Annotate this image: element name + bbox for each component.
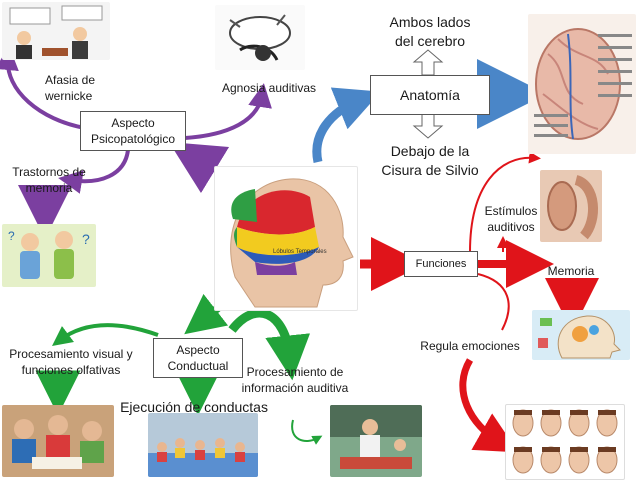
ejecucion-conductas-label: Ejecución de conductas (120, 399, 268, 415)
ear-hand-image (540, 170, 602, 242)
agnosia-auditivas-label: Agnosia auditivas (221, 81, 317, 95)
anatomia-label: Anatomía (400, 87, 460, 103)
aspecto-psicopatologico-label: Aspecto Psicopatológico (90, 116, 176, 146)
ambos-lados-label: Ambos lados del cerebro (389, 14, 471, 49)
memoria-label: Memoria (547, 264, 595, 278)
funciones-box: Funciones (404, 251, 478, 277)
svg-text:?: ? (8, 229, 15, 243)
arrow-trastornos (58, 149, 130, 194)
kids-reading-image (2, 405, 114, 477)
estimulos-auditivos-label: Estímulos auditivos (484, 204, 538, 234)
aspecto-conductual-label: Aspecto Conductual (167, 343, 229, 373)
classroom-image (148, 413, 258, 477)
arrow-funciones-emociones (477, 273, 510, 331)
svg-text:?: ? (82, 231, 90, 247)
aspecto-conductual-box: Aspecto Conductual (153, 338, 243, 378)
aspecto-psicopatologico-box: Aspecto Psicopatológico (80, 111, 186, 151)
procesamiento-visual-label: Procesamiento visual y funciones olfativ… (9, 347, 133, 377)
regula-emociones-label: Regula emociones (420, 339, 520, 353)
afasia-cartoon-image (2, 2, 110, 60)
arrow-anatomia-down (412, 112, 444, 139)
teacher-kids-image (330, 405, 422, 477)
arrow-anatomia-up (412, 49, 444, 76)
arrow-head-to-psico (168, 141, 230, 194)
arrow-afasia (0, 46, 86, 130)
procesamiento-auditiva-label: Procesamiento de información auditiva (241, 365, 349, 395)
afasia-wernicke-label: Afasia de wernicke (45, 73, 96, 103)
arrow-funciones-to-estimulos (469, 151, 541, 253)
arrow-auditiva-curl (291, 419, 323, 445)
arrow-conductual-to-auditiva (228, 308, 311, 381)
brain-anatomy-image (528, 14, 636, 154)
arrow-conductual-to-visual (51, 323, 159, 346)
debajo-cisura-label: Debajo de la Cisura de Silvio (381, 143, 479, 178)
arrow-agnosia (184, 83, 272, 140)
emotion-faces-image (505, 404, 625, 480)
memory-head-image (532, 310, 630, 360)
arrow-emociones-to-faces (459, 358, 519, 453)
trastornos-memoria-label: Trastornos de memoria (12, 165, 86, 195)
arrow-head-to-anatomia (312, 87, 381, 163)
brain-caption: Lóbulos Temporales (273, 249, 327, 255)
agnosia-sketch-image (215, 5, 305, 70)
funciones-label: Funciones (415, 258, 467, 270)
anatomia-box: Anatomía (370, 75, 490, 115)
head-brain-image: Lóbulos Temporales (214, 166, 358, 311)
elderly-couple-image: ? ? (2, 224, 96, 287)
